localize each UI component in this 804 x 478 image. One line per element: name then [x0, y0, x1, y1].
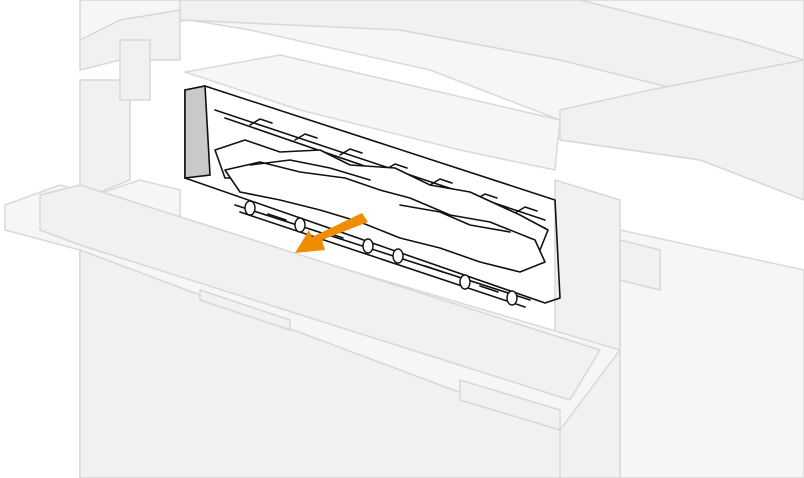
roller — [362, 238, 374, 254]
opening-shadow — [184, 85, 211, 179]
roller — [392, 248, 404, 264]
paper-path-opening — [184, 85, 561, 304]
roller — [244, 200, 256, 216]
printer-right-side — [554, 179, 804, 478]
front-door-open[interactable] — [4, 184, 621, 478]
feed-rollers — [234, 200, 531, 308]
roller-bracket — [479, 285, 499, 293]
upper-flap — [184, 54, 561, 171]
roller — [294, 217, 306, 233]
roller-bracket — [267, 213, 287, 221]
jammed-paper — [214, 139, 549, 273]
roller — [459, 274, 471, 290]
pull-direction-arrow-icon — [295, 213, 368, 253]
roller — [506, 290, 518, 306]
roller-bracket — [424, 265, 444, 273]
